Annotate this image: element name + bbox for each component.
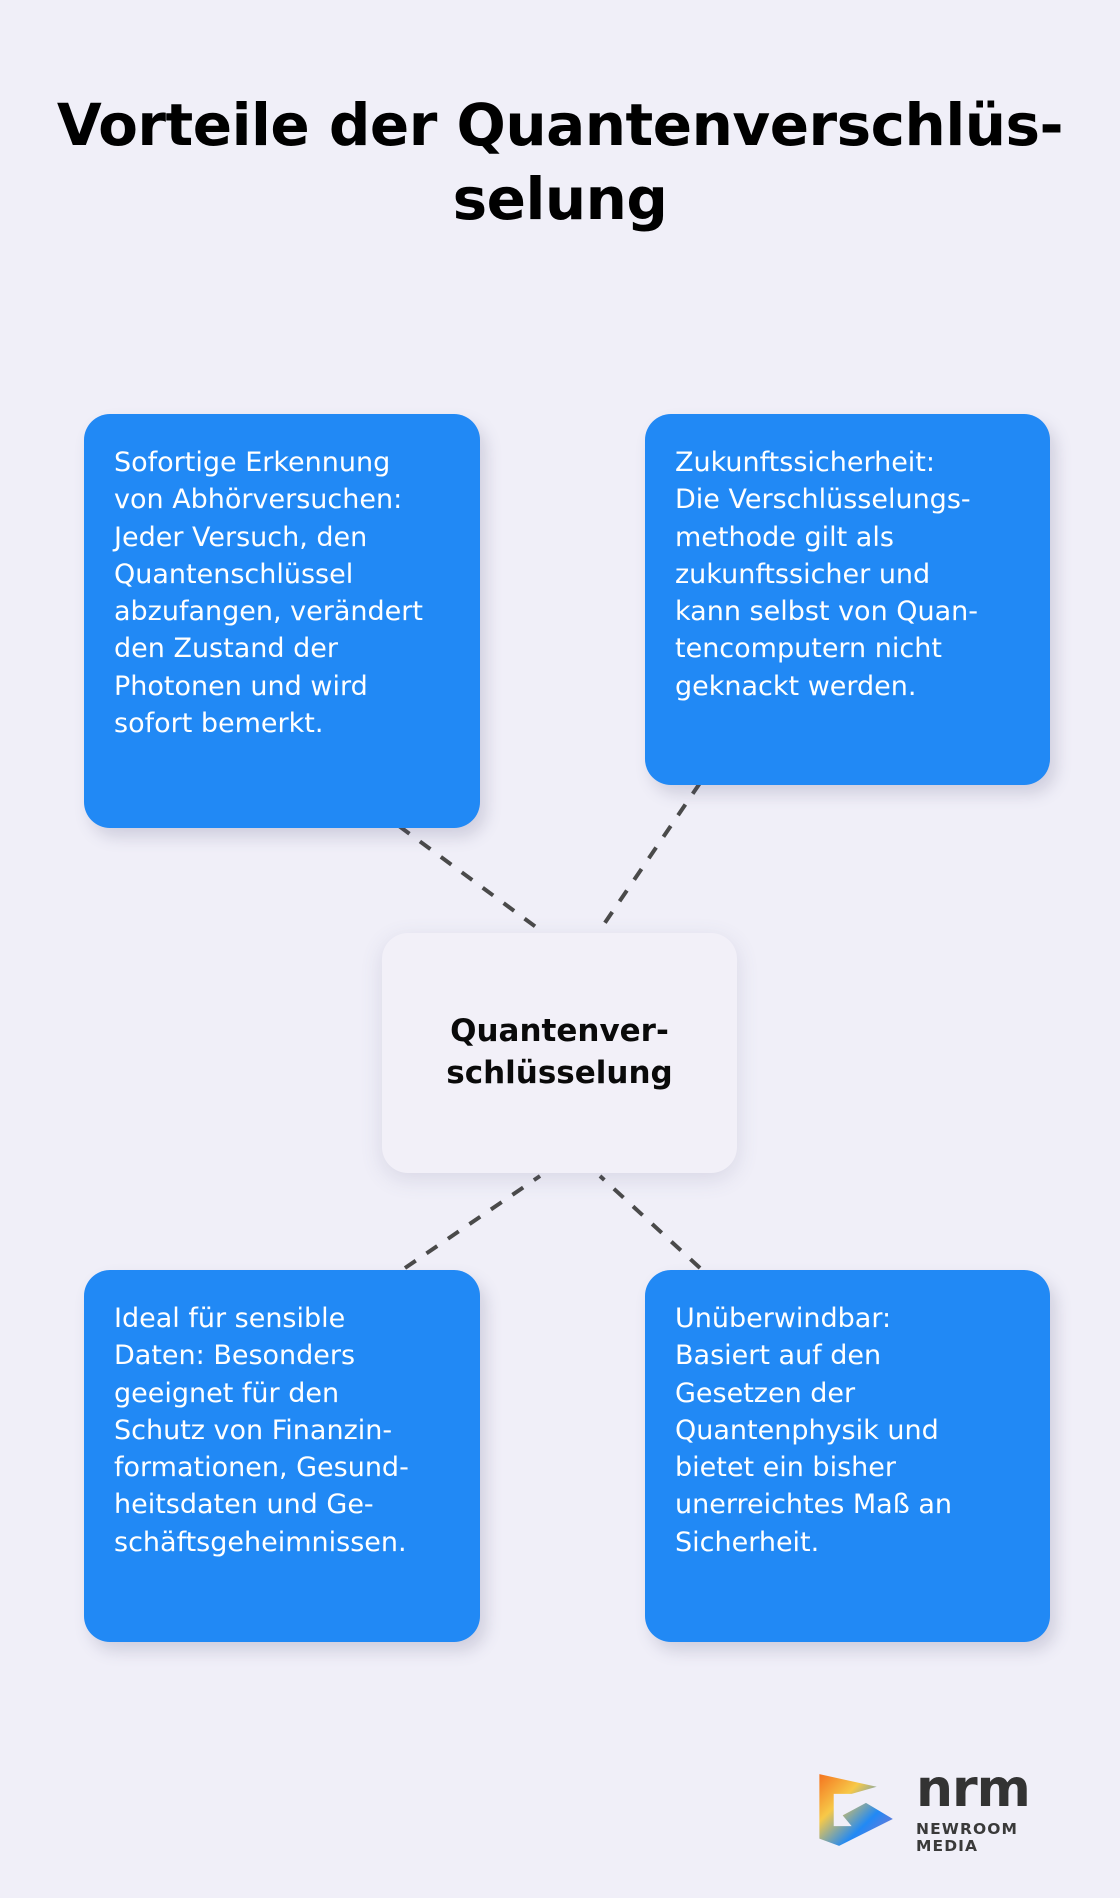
center-node[interactable]: Quantenver- schlüsselung — [382, 933, 737, 1173]
benefit-card-bottom-left-text: Ideal für sensible Daten: Besonders geei… — [114, 1303, 409, 1558]
brand-logo: nrm NEWROOM MEDIA — [812, 1762, 1082, 1858]
connector-top-left — [397, 824, 542, 932]
logo-tagline: NEWROOM MEDIA — [916, 1820, 1019, 1856]
benefit-card-bottom-left[interactable]: Ideal für sensible Daten: Besonders geei… — [84, 1270, 480, 1642]
connector-bottom-right — [598, 1174, 702, 1270]
benefit-card-top-right-text: Zukunftssicherheit: Die Verschlüsselungs… — [675, 447, 979, 702]
logo-wordmark: nrm — [916, 1758, 1031, 1819]
center-node-label: Quantenver- schlüsselung — [446, 1013, 673, 1091]
benefit-card-top-left-text: Sofortige Erkennung von Abhörversuchen: … — [114, 447, 423, 739]
benefit-card-bottom-right[interactable]: Unüberwindbar: Basiert auf den Gesetzen … — [645, 1270, 1050, 1642]
benefit-card-bottom-right-text: Unüberwindbar: Basiert auf den Gesetzen … — [675, 1303, 952, 1558]
newroom-media-mark-icon — [819, 1774, 893, 1846]
connector-bottom-left — [403, 1174, 542, 1270]
logo-text-block: nrm NEWROOM MEDIA — [916, 1758, 1082, 1856]
connector-top-right — [598, 781, 702, 932]
benefit-card-top-right[interactable]: Zukunftssicherheit: Die Verschlüsselungs… — [645, 414, 1050, 785]
benefit-card-top-left[interactable]: Sofortige Erkennung von Abhörversuchen: … — [84, 414, 480, 828]
page-title: Vorteile der Quantenverschlüs- selung — [56, 91, 1064, 234]
